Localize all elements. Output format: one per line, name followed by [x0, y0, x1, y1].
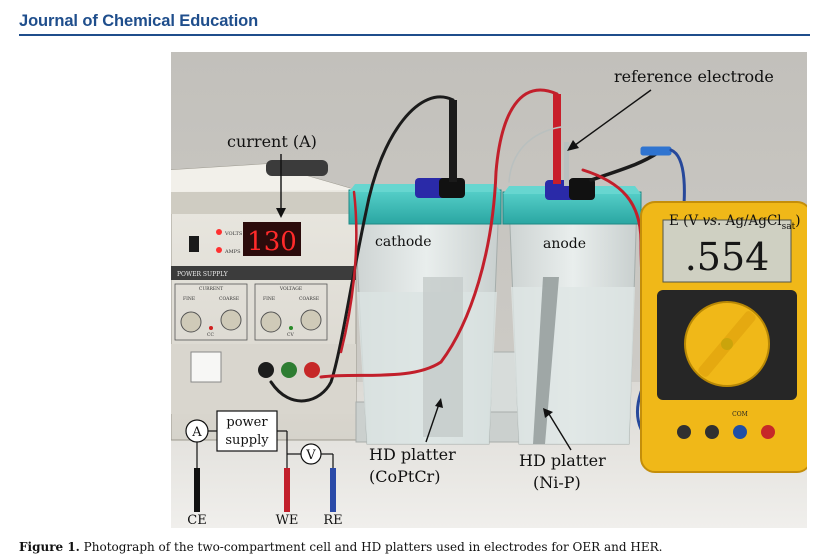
label-hd-platter-left: HD platter: [369, 445, 456, 464]
anode-cap-black: [569, 178, 595, 200]
anode-platter: [533, 277, 559, 444]
ammeter-label: A: [191, 425, 202, 440]
power-supply-handle: [266, 160, 328, 176]
voltage-coarse-knob: [300, 309, 322, 331]
volts-label: VOLTS: [224, 231, 243, 237]
fine-label-2: FINE: [263, 296, 275, 302]
journal-title: Journal of Chemical Education: [19, 12, 259, 30]
anode-compartment: [502, 94, 642, 445]
current-group-label: CURRENT: [199, 286, 223, 292]
multimeter: .554 COM: [640, 201, 807, 473]
figure-caption-text: Photograph of the two-compartment cell a…: [79, 540, 663, 554]
power-button: [190, 351, 222, 383]
multimeter-reading: .554: [685, 235, 770, 279]
arrow-hd-platter-right: [548, 413, 572, 451]
re-label: RE: [323, 513, 342, 528]
label-cathode: cathode: [375, 234, 432, 250]
voltage-fine-knob: [260, 311, 282, 333]
terminal-red: [304, 362, 320, 378]
anode-probe: [553, 94, 561, 184]
arrowhead-hd-platter-right: [543, 408, 553, 418]
label-hd-platter-right-material: (Ni-P): [533, 473, 581, 492]
re-lead: [330, 468, 336, 512]
label-reference-electrode: reference electrode: [614, 67, 774, 86]
ce-lead: [194, 468, 200, 512]
multimeter-jack-2: [705, 425, 719, 439]
blue-probe: [640, 146, 672, 156]
arrow-hd-platter-left: [425, 403, 440, 443]
com-label: COM: [732, 411, 748, 418]
reference-electrode-tube: [564, 142, 569, 186]
volts-led: [216, 229, 222, 235]
fine-label-1: FINE: [183, 296, 195, 302]
label-hd-platter-right: HD platter: [519, 451, 606, 470]
arrowhead-reference-electrode: [567, 140, 579, 151]
multimeter-display: [662, 219, 792, 283]
coarse-label-2: COARSE: [299, 296, 319, 302]
we-label: WE: [276, 513, 299, 528]
coarse-label-1: COARSE: [219, 296, 239, 302]
current-coarse-knob: [220, 309, 242, 331]
header-rule: [19, 34, 810, 36]
figure-caption-label: Figure 1.: [19, 540, 80, 554]
power-supply-name: POWER SUPPLY: [177, 271, 229, 278]
label-anode: anode: [543, 236, 586, 252]
amps-led: [216, 247, 222, 253]
cathode-cap-black: [439, 178, 465, 198]
power-supply-label-2: supply: [225, 433, 269, 448]
multimeter-jack-v: [761, 425, 775, 439]
voltage-group-label: VOLTAGE: [279, 286, 302, 292]
arrowhead-current: [276, 208, 286, 218]
we-lead: [284, 468, 290, 512]
multimeter-jack-1: [677, 425, 691, 439]
label-hd-platter-left-material: (CoPtCr): [369, 467, 440, 486]
cc-label: CC: [207, 332, 214, 338]
figure-photo: 130 VOLTS AMPS POWER SUPPLY CURRENT VOLT…: [171, 52, 807, 528]
ce-label: CE: [187, 513, 206, 528]
voltmeter-label: V: [305, 448, 316, 463]
amps-label: AMPS: [224, 249, 241, 255]
terminal-green: [281, 362, 297, 378]
power-supply-display: [243, 222, 301, 256]
power-supply-symbol: [216, 410, 278, 452]
current-readout: 130: [247, 227, 297, 257]
cathode-compartment: [348, 100, 502, 445]
power-supply: 130 VOLTS AMPS POWER SUPPLY CURRENT VOLT…: [171, 160, 357, 441]
power-switch: [189, 236, 199, 252]
cv-label: CV: [287, 332, 294, 338]
arrow-reference-electrode: [570, 89, 652, 149]
arrowhead-hd-platter-left: [435, 398, 443, 408]
figure-caption: Figure 1. Photograph of the two-compartm…: [19, 540, 662, 554]
cathode-probe: [449, 100, 457, 182]
power-supply-label-1: power: [226, 415, 268, 430]
terminal-black: [258, 362, 274, 378]
multimeter-jack-com: [733, 425, 747, 439]
circuit-schematic: A power supply V CE WE RE: [185, 410, 343, 528]
label-voltage: E (V vs. Ag/AgClsat): [669, 213, 801, 232]
current-fine-knob: [180, 311, 202, 333]
label-current: current (A): [227, 132, 317, 151]
